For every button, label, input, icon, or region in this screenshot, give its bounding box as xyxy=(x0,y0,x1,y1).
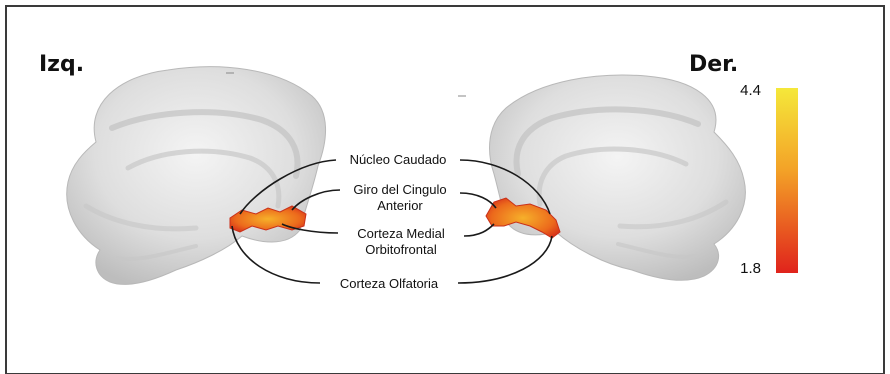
label-olfactory: Corteza Olfatoria xyxy=(340,276,439,291)
label-acc-line1: Giro del Cingulo xyxy=(353,182,446,197)
label-acc-line2: Anterior xyxy=(377,198,423,213)
label-mofc-line1: Corteza Medial xyxy=(357,226,445,241)
colorbar xyxy=(776,88,798,273)
right-hemisphere-label: Der. xyxy=(689,52,738,77)
label-mofc-line2: Orbitofrontal xyxy=(365,242,437,257)
colorbar-max-label: 4.4 xyxy=(721,82,761,99)
right-hemisphere xyxy=(490,75,746,280)
label-caudate: Núcleo Caudado xyxy=(350,152,447,167)
colorbar-min-label: 1.8 xyxy=(721,260,761,277)
left-hemisphere-label: Izq. xyxy=(39,52,84,77)
